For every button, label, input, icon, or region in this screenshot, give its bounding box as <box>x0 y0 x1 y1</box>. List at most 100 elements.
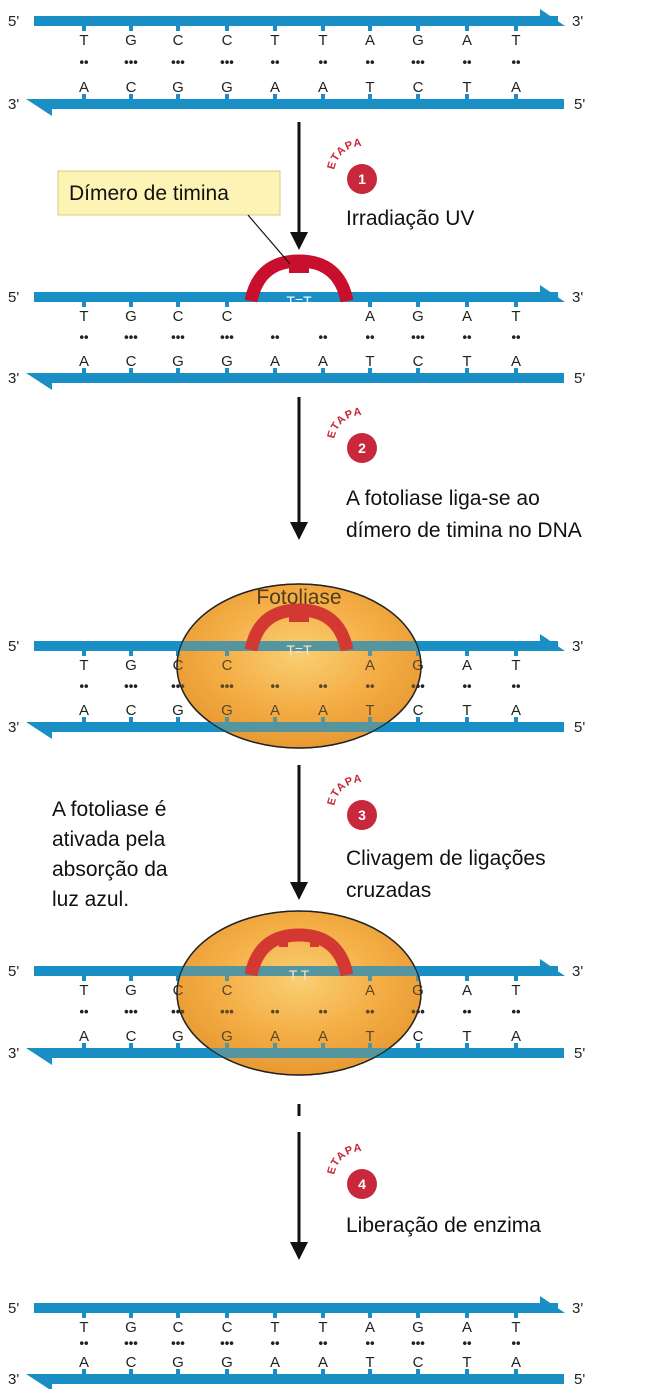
top-base-stub <box>176 1312 180 1318</box>
enzyme-body-overlay <box>177 584 421 748</box>
top-base-letter: G <box>125 32 137 49</box>
bottom-base-letter: C <box>126 79 137 96</box>
top-base-letter: C <box>173 308 184 325</box>
top-strand-arrowhead <box>540 634 565 651</box>
hydrogen-bond-dots: •• <box>270 1336 280 1351</box>
top-strand-backbone <box>34 16 558 26</box>
top-base-stub <box>82 1312 86 1318</box>
top-base-stub <box>129 25 133 31</box>
side-note-line-1: A fotoliase é <box>52 798 166 821</box>
hydrogen-bond-dots: •• <box>511 55 521 70</box>
bottom-base-letter: C <box>126 353 137 370</box>
arrow-head <box>290 522 308 540</box>
step-number: 1 <box>358 171 366 187</box>
top-base-letter: A <box>365 32 375 49</box>
top-base-stub <box>273 25 277 31</box>
hydrogen-bond-dots: •• <box>318 55 328 70</box>
top-base-letter: T <box>79 657 88 674</box>
top-base-letter: G <box>125 657 137 674</box>
top-base-letter: G <box>125 308 137 325</box>
hydrogen-bond-dots: ••• <box>220 330 234 345</box>
top-strand-arrowhead <box>540 1296 565 1313</box>
top-base-stub <box>82 650 86 656</box>
top-five-prime-label: 5' <box>8 1300 19 1317</box>
hydrogen-bond-dots: •• <box>79 330 89 345</box>
side-note-line-4: luz azul. <box>52 888 129 911</box>
top-base-stub <box>225 25 229 31</box>
top-base-letter: G <box>412 32 424 49</box>
hydrogen-bond-dots: ••• <box>124 1004 138 1019</box>
top-base-letter: C <box>173 1319 184 1336</box>
top-five-prime-label: 5' <box>8 13 19 30</box>
bottom-base-letter: C <box>126 1354 137 1371</box>
top-base-stub <box>129 975 133 981</box>
top-base-stub <box>82 25 86 31</box>
top-base-letter: G <box>125 1319 137 1336</box>
hydrogen-bond-dots: •• <box>462 330 472 345</box>
blue-light-note: A fotoliase é ativada pela absorção da l… <box>52 798 168 911</box>
top-base-letter: C <box>173 32 184 49</box>
step-arrow <box>290 1104 308 1260</box>
hydrogen-bond-dots: •• <box>365 330 375 345</box>
bottom-strand-backbone <box>44 99 564 109</box>
hydrogen-bond-dots: ••• <box>171 55 185 70</box>
bottom-five-prime-label: 5' <box>574 1045 585 1062</box>
bottom-base-letter: A <box>79 702 89 719</box>
hydrogen-bond-dots: ••• <box>171 330 185 345</box>
bottom-base-letter: A <box>270 1354 280 1371</box>
top-base-letter: T <box>318 32 327 49</box>
arrow-head <box>290 232 308 250</box>
bottom-base-letter: T <box>462 702 471 719</box>
top-base-letter: T <box>511 32 520 49</box>
bottom-base-letter: A <box>511 1354 521 1371</box>
hydrogen-bond-dots: •• <box>270 55 280 70</box>
top-strand-backbone <box>34 1303 558 1313</box>
top-base-letter: T <box>318 1319 327 1336</box>
top-base-stub <box>129 301 133 307</box>
top-three-prime-label: 3' <box>572 13 583 30</box>
bottom-base-letter: A <box>79 79 89 96</box>
top-base-stub <box>176 25 180 31</box>
step-number: 3 <box>358 807 366 823</box>
bottom-base-letter: G <box>221 79 233 96</box>
step-marker-3: ETAPA3Clivagem de ligaçõescruzadas <box>325 773 545 902</box>
dimer-crosslink <box>289 263 309 273</box>
top-three-prime-label: 3' <box>572 638 583 655</box>
bottom-five-prime-label: 5' <box>574 96 585 113</box>
top-base-letter: T <box>79 308 88 325</box>
top-base-letter: G <box>125 982 137 999</box>
top-base-letter: A <box>462 982 472 999</box>
step-caption-line: Liberação de enzima <box>346 1214 541 1237</box>
top-base-letter: C <box>222 32 233 49</box>
bottom-base-letter: A <box>79 1028 89 1045</box>
top-base-stub <box>416 25 420 31</box>
step-caption-line: dímero de timina no DNA <box>346 519 582 542</box>
hydrogen-bond-dots: •• <box>462 1336 472 1351</box>
bottom-base-letter: A <box>318 79 328 96</box>
bottom-base-letter: A <box>318 1354 328 1371</box>
top-three-prime-label: 3' <box>572 289 583 306</box>
top-base-letter: A <box>462 1319 472 1336</box>
hydrogen-bond-dots: ••• <box>220 1336 234 1351</box>
dna-molecule: 5'3'3'5'TA••GC•••CG•••CG•••TA••TA••AT••G… <box>8 9 585 116</box>
top-base-stub <box>368 301 372 307</box>
top-base-stub <box>465 975 469 981</box>
hydrogen-bond-dots: ••• <box>171 1336 185 1351</box>
bottom-base-letter: G <box>172 1028 184 1045</box>
top-five-prime-label: 5' <box>8 963 19 980</box>
bottom-base-letter: G <box>172 353 184 370</box>
bottom-base-letter: T <box>462 1028 471 1045</box>
bottom-strand-arrowhead <box>26 722 52 739</box>
bottom-base-letter: A <box>79 353 89 370</box>
top-base-stub <box>465 301 469 307</box>
hydrogen-bond-dots: •• <box>79 1336 89 1351</box>
dimer-label: T=T <box>286 293 312 309</box>
arrow-head <box>290 882 308 900</box>
callout-label: Dímero de timina <box>69 182 229 205</box>
hydrogen-bond-dots: ••• <box>124 679 138 694</box>
bottom-base-letter: T <box>365 79 374 96</box>
step-number: 4 <box>358 1176 366 1192</box>
hydrogen-bond-dots: •• <box>365 55 375 70</box>
top-base-stub <box>465 1312 469 1318</box>
